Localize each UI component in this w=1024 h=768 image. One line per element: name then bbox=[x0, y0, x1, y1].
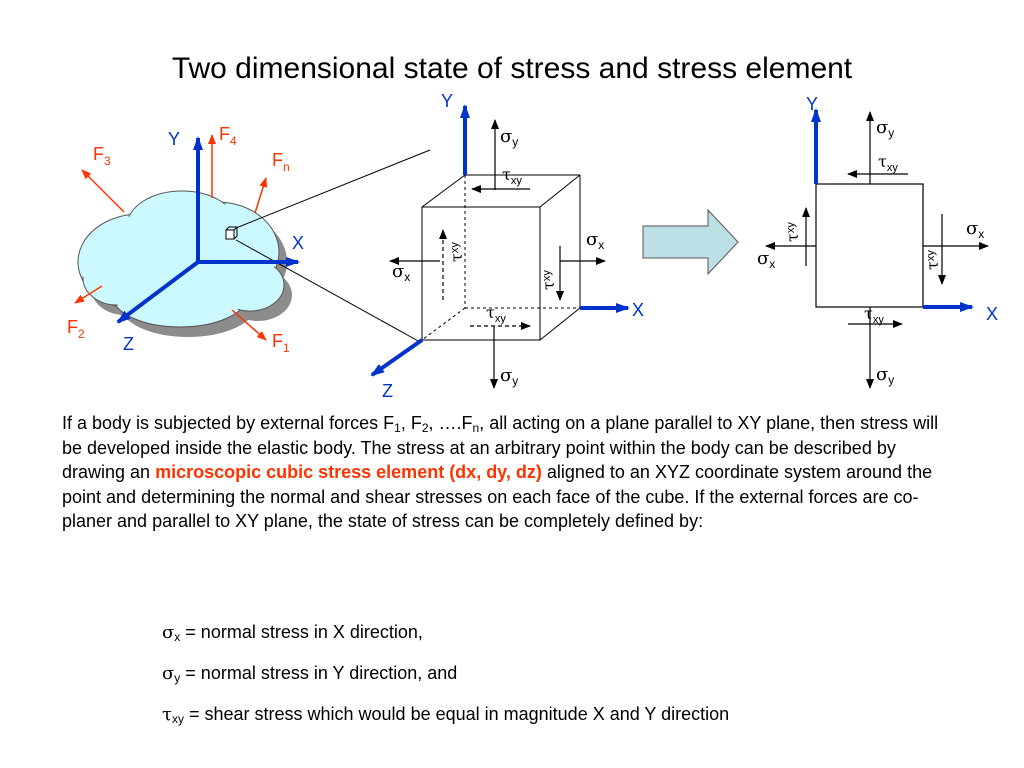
cube-sigma-x-right-label: σx bbox=[586, 229, 604, 252]
cube-sigma-y-top-label: σy bbox=[500, 126, 518, 149]
body-z-label: Z bbox=[123, 334, 134, 354]
paragraph-subscript: 1 bbox=[394, 421, 401, 435]
cube-hidden-edges bbox=[421, 175, 580, 341]
paragraph-text: , ….F bbox=[428, 413, 473, 433]
square-sigma-x-left-label: σx bbox=[757, 248, 775, 271]
definition-symbol: σ bbox=[162, 622, 175, 643]
loaded-body-diagram: Y X Z F3 F4 Fn F2 F1 bbox=[67, 124, 431, 355]
definition-text: = shear stress which would be equal in m… bbox=[183, 704, 730, 724]
force-f2-label: F2 bbox=[67, 317, 85, 341]
tiny-element-icon bbox=[225, 226, 239, 240]
cube-x-label: X bbox=[632, 300, 644, 320]
cube-tau-left-label: τxy bbox=[447, 242, 466, 262]
force-fn-arrow bbox=[254, 177, 268, 214]
paragraph-text: , F bbox=[400, 413, 422, 433]
cube-y-label: Y bbox=[441, 91, 453, 111]
square-tau-right-label: τxy bbox=[923, 250, 942, 270]
definition-text: = normal stress in X direction, bbox=[180, 622, 423, 642]
square-sigma-x-right-label: σx bbox=[966, 218, 984, 241]
paragraph-subscript: n bbox=[472, 421, 480, 435]
force-f3-arrow bbox=[81, 169, 125, 213]
force-fn-label: Fn bbox=[272, 150, 290, 174]
cube-tau-top-label: τxy bbox=[502, 165, 522, 187]
definition-sigma-y: σy = normal stress in Y direction, and bbox=[162, 661, 457, 686]
definition-sigma-x: σx = normal stress in X direction, bbox=[162, 620, 423, 645]
force-f4-label: F4 bbox=[219, 124, 237, 148]
body-z-axis bbox=[116, 260, 200, 324]
definition-symbol: τ bbox=[162, 704, 172, 725]
paragraph-text: If a body is subjected by external force… bbox=[62, 413, 395, 433]
paragraph-subscript: 2 bbox=[421, 421, 429, 435]
highlighted-term: microscopic cubic stress element (dx, dy… bbox=[155, 462, 542, 482]
force-f2-arrow bbox=[74, 285, 103, 304]
cube-sigma-x-left-label: σx bbox=[392, 261, 410, 284]
square-y-label: Y bbox=[806, 94, 818, 114]
explanation-paragraph: If a body is subjected by external force… bbox=[62, 411, 962, 534]
definition-symbol: σ bbox=[162, 663, 175, 684]
cube-z-label: Z bbox=[382, 381, 393, 400]
cube-tau-right-label: τxy bbox=[539, 270, 558, 290]
body-y-label: Y bbox=[168, 129, 180, 149]
definition-text: = normal stress in Y direction, and bbox=[180, 663, 458, 683]
cube-edges bbox=[421, 174, 581, 341]
plane-stress-element: Y X σy τxy τxy σx σx τxy τxy σy bbox=[757, 94, 998, 389]
cube-sigma-y-bottom-label: σy bbox=[500, 365, 518, 388]
cubic-stress-element: Y X Z σy τxy τxy σx τxy σx τxy σy bbox=[370, 91, 644, 400]
definition-tau-xy: τxy = shear stress which would be equal … bbox=[162, 702, 729, 727]
zoom-line-bottom bbox=[235, 239, 421, 343]
zoom-line-top bbox=[235, 149, 431, 229]
plane-element-square bbox=[815, 183, 924, 308]
paragraph-text: , all acting on a plane parallel to XY p… bbox=[62, 413, 939, 482]
definition-subscript: xy bbox=[171, 712, 184, 726]
force-f1-arrow bbox=[231, 309, 267, 341]
definition-subscript: y bbox=[174, 671, 181, 685]
square-tau-bottom-label: τxy bbox=[864, 304, 884, 326]
definition-subscript: x bbox=[174, 630, 181, 644]
paragraph-text: aligned to an XYZ coordinate system arou… bbox=[62, 462, 933, 531]
force-f3-label: F3 bbox=[93, 144, 111, 168]
square-tau-top-label: τxy bbox=[878, 152, 898, 174]
transform-block-arrow bbox=[642, 208, 739, 276]
slide-title: Two dimensional state of stress and stre… bbox=[171, 52, 853, 85]
square-sigma-y-top-label: σy bbox=[876, 117, 894, 140]
body-x-label: X bbox=[292, 233, 304, 253]
square-sigma-y-bottom-label: σy bbox=[876, 364, 894, 387]
square-tau-left-label: τxy bbox=[783, 222, 802, 242]
square-x-label: X bbox=[986, 304, 998, 324]
cube-z-axis bbox=[370, 338, 424, 377]
force-f1-label: F1 bbox=[272, 331, 290, 355]
cube-tau-bottom-label: τxy bbox=[486, 303, 506, 325]
stress-figure: Y X Z F3 F4 Fn F2 F1 bbox=[67, 91, 998, 400]
